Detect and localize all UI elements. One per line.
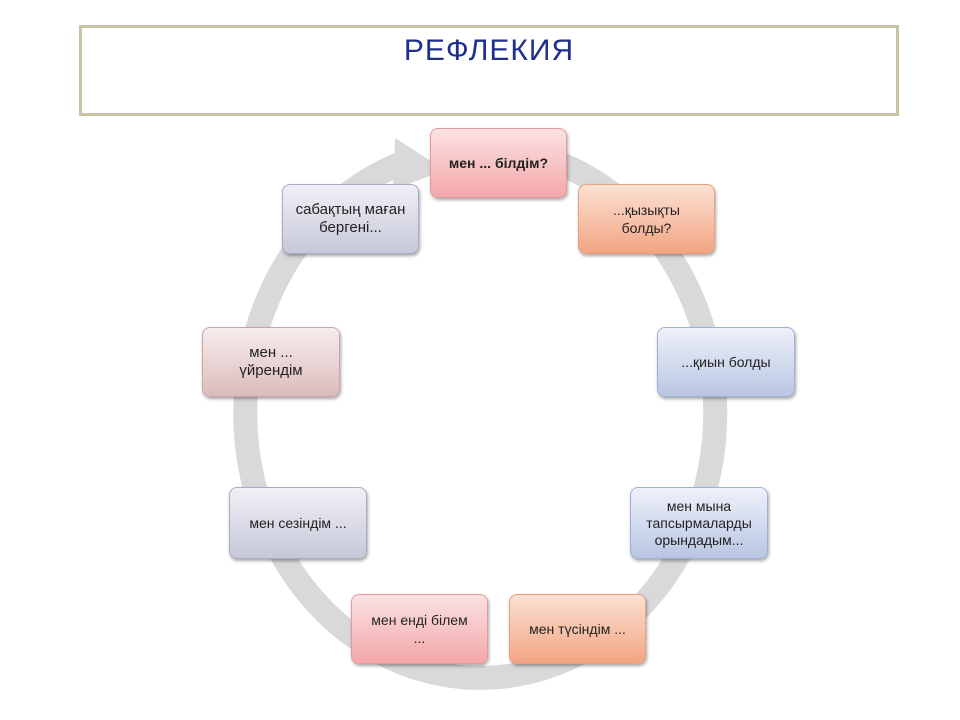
node-completed-tasks: мен мына тапсырмаларды орындадым... (630, 487, 768, 559)
node-label: мен түсіндім ... (529, 621, 626, 637)
node-label: сабақтың маған бергені... (295, 201, 406, 236)
ring-arrow-head (393, 138, 445, 190)
title-box: РЕФЛЕКИЯ (79, 25, 899, 116)
node-knew: мен ... білдім? (430, 128, 567, 198)
node-label: мен ... үйрендім (239, 344, 303, 379)
node-label: мен ... білдім? (448, 155, 549, 171)
node-label: ...қызықты болды? (613, 202, 680, 236)
node-label: мен енді білем ... (371, 612, 468, 646)
node-lesson-gave: сабақтың маған бергені... (282, 184, 419, 254)
node-now-know: мен енді білем ... (351, 594, 488, 664)
node-learned: мен ... үйрендім (202, 327, 340, 397)
node-label: мен мына тапсырмаларды орындадым... (646, 497, 752, 548)
node-felt: мен сезіндім ... (229, 487, 367, 559)
node-label: мен сезіндім ... (249, 515, 347, 531)
node-difficult: ...қиын болды (657, 327, 795, 397)
page-title: РЕФЛЕКИЯ (403, 34, 575, 67)
node-understood: мен түсіндім ... (509, 594, 646, 664)
node-label: ...қиын болды (681, 354, 771, 370)
node-interesting: ...қызықты болды? (578, 184, 715, 254)
